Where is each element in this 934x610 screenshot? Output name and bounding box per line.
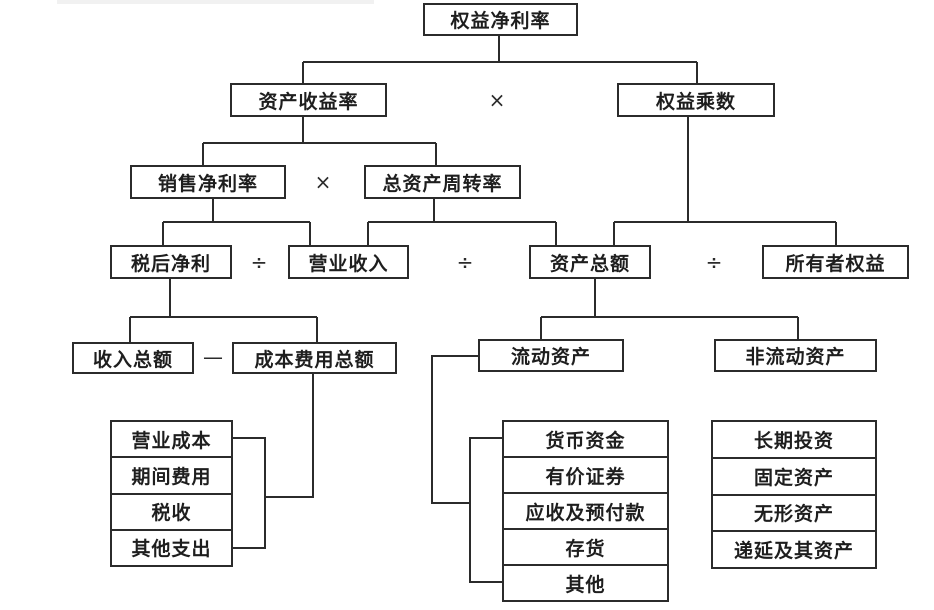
connector bbox=[265, 373, 314, 498]
node-equity-multiplier: 权益乘数 bbox=[617, 83, 775, 117]
connector bbox=[232, 437, 266, 549]
divide-operator: ÷ bbox=[705, 250, 723, 274]
node-roe: 权益净利率 bbox=[423, 3, 578, 36]
divide-operator: ÷ bbox=[456, 250, 474, 274]
node-net-profit-margin: 销售净利率 bbox=[130, 165, 286, 199]
multiply-operator: × bbox=[488, 88, 506, 112]
connector bbox=[431, 355, 478, 504]
node-total-income: 收入总额 bbox=[72, 342, 194, 374]
minus-operator: — bbox=[203, 345, 223, 369]
node-asset-turnover: 总资产周转率 bbox=[364, 165, 521, 199]
connector bbox=[469, 437, 502, 583]
cost-items-list: 营业成本 期间费用 税收 其他支出 bbox=[110, 420, 233, 567]
divide-operator: ÷ bbox=[250, 250, 268, 274]
list-item: 递延及其资产 bbox=[713, 530, 875, 567]
node-owners-equity: 所有者权益 bbox=[762, 245, 909, 279]
current-assets-list: 货币资金 有价证券 应收及预付款 存货 其他 bbox=[502, 420, 669, 602]
node-current-assets: 流动资产 bbox=[478, 339, 624, 372]
noncurrent-assets-list: 长期投资 固定资产 无形资产 递延及其资产 bbox=[711, 420, 877, 569]
list-item: 税收 bbox=[112, 492, 231, 529]
list-item: 存货 bbox=[504, 528, 667, 564]
node-noncurrent-assets: 非流动资产 bbox=[714, 339, 877, 372]
list-item: 应收及预付款 bbox=[504, 492, 667, 528]
top-bar-remnant bbox=[57, 0, 374, 4]
multiply-operator: × bbox=[314, 170, 332, 194]
list-item: 营业成本 bbox=[131, 429, 212, 452]
list-item: 无形资产 bbox=[713, 493, 875, 531]
list-item: 其他支出 bbox=[112, 528, 231, 565]
list-item: 有价证券 bbox=[504, 456, 667, 492]
node-total-assets: 资产总额 bbox=[529, 245, 651, 279]
node-net-income: 税后净利 bbox=[110, 245, 232, 279]
list-item: 期间费用 bbox=[112, 456, 231, 492]
list-item: 长期投资 bbox=[753, 429, 834, 452]
node-total-costs: 成本费用总额 bbox=[232, 342, 397, 374]
list-item: 其他 bbox=[504, 564, 667, 600]
list-item: 货币资金 bbox=[545, 429, 626, 452]
node-revenue: 营业收入 bbox=[288, 245, 409, 279]
node-roa: 资产收益率 bbox=[230, 83, 387, 117]
list-item: 固定资产 bbox=[713, 456, 875, 494]
